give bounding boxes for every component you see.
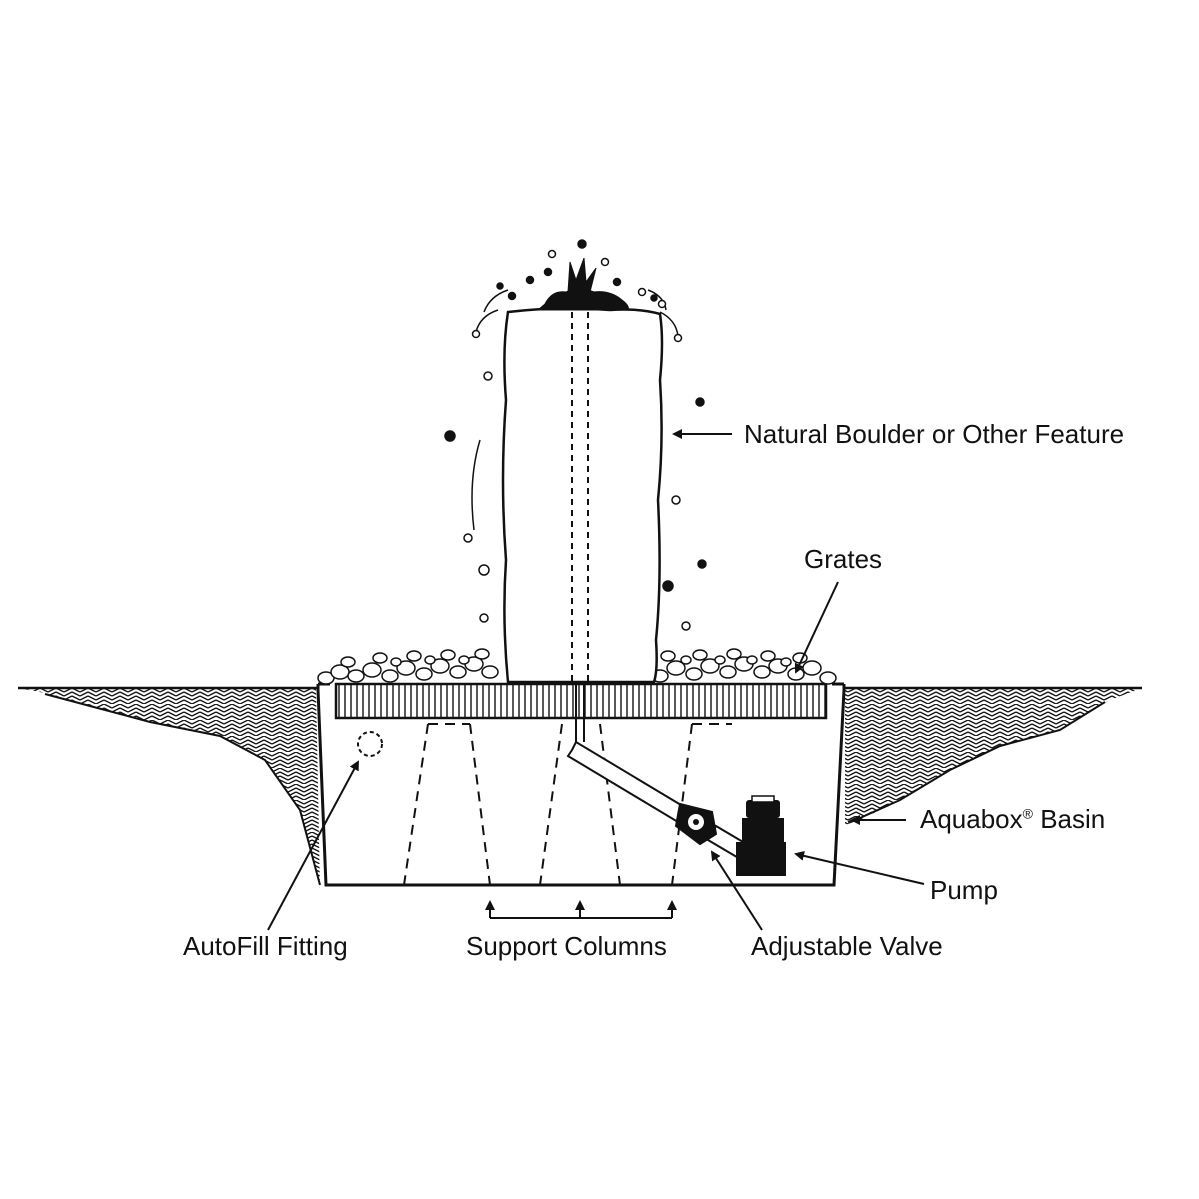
soil-left bbox=[18, 688, 321, 888]
label-basin-name: Aquabox bbox=[920, 804, 1023, 834]
label-support-columns: Support Columns bbox=[466, 931, 667, 961]
gravel-left bbox=[317, 648, 499, 685]
arrow-pump bbox=[794, 850, 925, 885]
grate bbox=[334, 682, 828, 720]
autofill-fitting bbox=[357, 731, 383, 757]
boulder bbox=[501, 307, 664, 684]
label-adjustable-valve: Adjustable Valve bbox=[751, 931, 943, 961]
label-autofill: AutoFill Fitting bbox=[183, 931, 348, 961]
label-basin-suffix: Basin bbox=[1032, 804, 1106, 834]
gravel-right bbox=[651, 648, 837, 685]
label-basin-mark: ® bbox=[1022, 805, 1033, 822]
arrow-autofill bbox=[267, 760, 359, 931]
splash-droplets bbox=[444, 239, 707, 631]
adjustable-valve bbox=[674, 802, 718, 846]
pump bbox=[736, 795, 786, 876]
support-columns bbox=[403, 723, 732, 886]
soil-right bbox=[845, 688, 1142, 825]
callout-arrows bbox=[267, 429, 925, 931]
label-grates: Grates bbox=[804, 544, 883, 574]
pipe-riser bbox=[571, 312, 589, 742]
label-basin: Aquabox® Basin bbox=[920, 806, 1105, 832]
arrow-grates bbox=[794, 581, 839, 674]
label-pump: Pump bbox=[930, 875, 998, 905]
arrow-valve bbox=[710, 850, 763, 931]
plant-top bbox=[536, 257, 629, 311]
label-boulder: Natural Boulder or Other Feature bbox=[744, 419, 1125, 449]
